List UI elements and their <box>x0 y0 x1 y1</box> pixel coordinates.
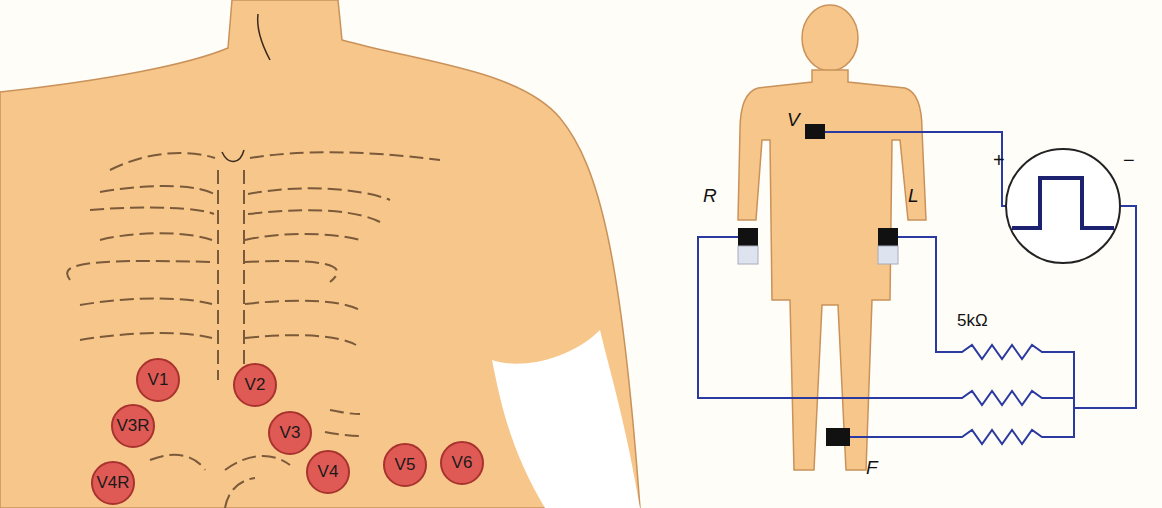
sternum <box>218 170 244 380</box>
lead-name: V4R <box>96 473 129 493</box>
lead-name: V2 <box>245 375 266 395</box>
electrode-circle: V5 <box>383 443 427 487</box>
electrode-circle: V4R <box>91 461 135 505</box>
electrode-circle: V3R <box>111 404 155 448</box>
oscilloscope <box>1006 149 1120 263</box>
electrode <box>878 228 898 246</box>
electrode-circle: V1 <box>136 358 180 402</box>
terminal-label: L <box>908 186 919 205</box>
electrode-circle: V3 <box>268 411 312 455</box>
terminal-label: V <box>787 110 800 129</box>
hand <box>738 246 758 264</box>
terminal-label: F <box>866 458 878 477</box>
wires <box>698 132 1136 437</box>
armpit <box>492 330 640 508</box>
electrode <box>805 124 825 139</box>
terminal-label: 5kΩ <box>957 312 988 329</box>
lead-name: V4 <box>318 462 339 482</box>
resistor-symbol <box>958 430 1046 444</box>
electrode-circle: V6 <box>440 441 484 485</box>
electrode-circle: V2 <box>233 363 277 407</box>
neck-line <box>258 14 270 60</box>
terminal-label: + <box>993 150 1005 170</box>
resistor-symbol <box>958 345 1046 359</box>
notch <box>222 150 244 162</box>
lead-name: V6 <box>452 453 473 473</box>
terminal-label: − <box>1123 150 1135 170</box>
terminal-label: R <box>703 186 717 205</box>
lead-name: V3R <box>116 416 149 436</box>
lead-name: V3 <box>280 423 301 443</box>
human-figure <box>738 5 926 470</box>
electrode-circle: V4 <box>306 450 350 494</box>
lead-name: V5 <box>395 455 416 475</box>
ribs <box>67 152 440 508</box>
hand <box>878 246 898 264</box>
lead-name: V1 <box>148 370 169 390</box>
square-wave <box>1012 178 1114 228</box>
electrode <box>738 228 758 246</box>
resistor-symbol <box>958 345 1046 444</box>
torso <box>0 0 640 508</box>
resistor-symbol <box>958 391 1046 405</box>
electrode <box>826 428 850 446</box>
